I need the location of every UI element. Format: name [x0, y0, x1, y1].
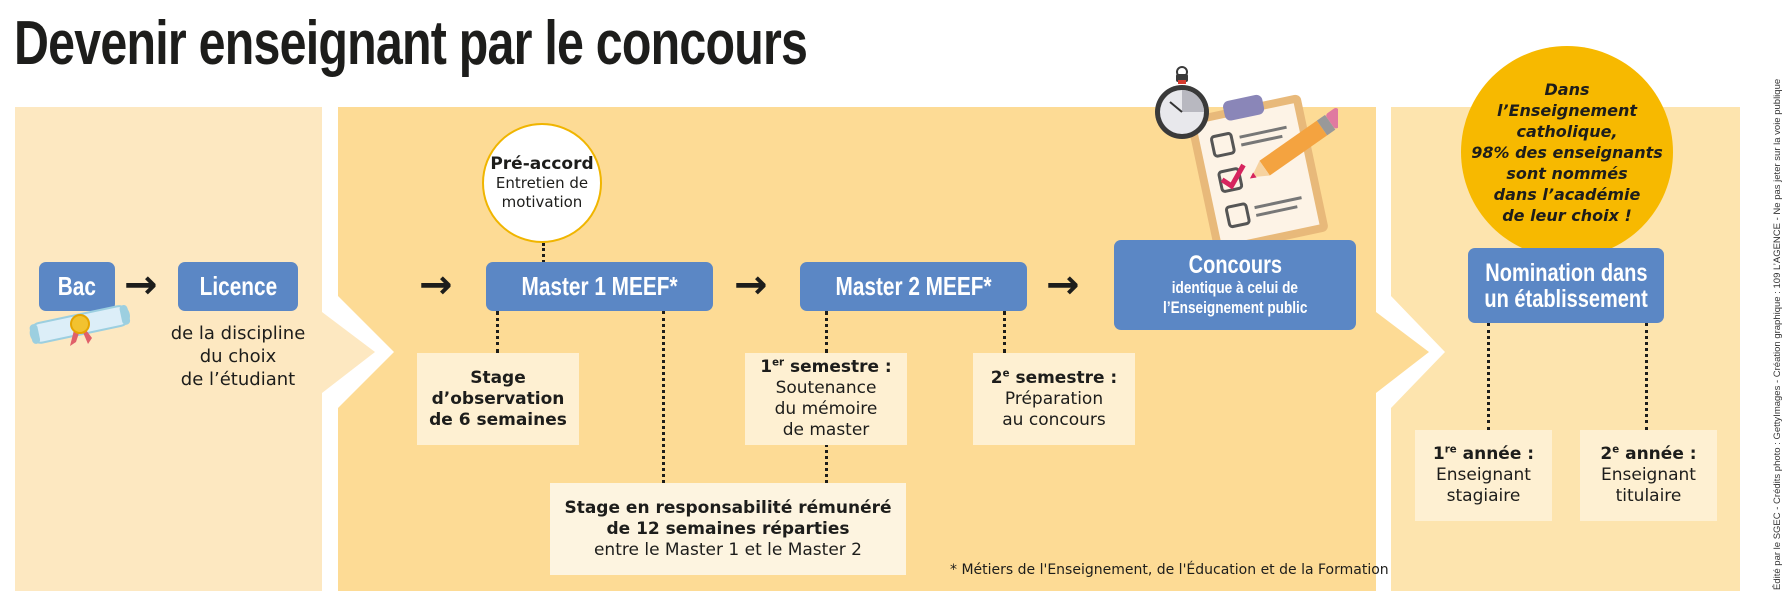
- connector-observation: [496, 311, 499, 353]
- ordinal-number: 1: [760, 357, 773, 377]
- annee2-heading: 2e année :: [1600, 444, 1696, 465]
- heading-label: semestre :: [784, 357, 892, 377]
- note-line: au concours: [1002, 409, 1106, 430]
- heading-label: année :: [1456, 444, 1535, 464]
- preaccord-line: Entretien de: [495, 174, 589, 192]
- bac-box: Bac: [39, 262, 115, 311]
- licence-desc-line: de l’étudiant: [180, 369, 296, 390]
- nomination-line: Nomination dans: [1484, 258, 1648, 287]
- bac-label: Bac: [57, 271, 97, 301]
- preaccord-title: Pré-accord: [490, 154, 594, 174]
- concours-title: Concours: [1188, 251, 1282, 279]
- panel-stage2: [338, 107, 1429, 591]
- ordinal-number: 2: [990, 367, 1003, 388]
- note-line: Stage: [470, 367, 526, 388]
- arrow-to-master1: →: [419, 262, 453, 308]
- note-line: Enseignant: [1436, 465, 1531, 485]
- connector-annee2: [1645, 323, 1648, 430]
- badge-line: l’Enseignement: [1497, 100, 1637, 120]
- note-line: de 6 semaines: [429, 409, 567, 430]
- concours-line: identique à celui de: [1171, 278, 1299, 297]
- heading-label: année :: [1619, 444, 1697, 464]
- stage-remunere-note: Stage en responsabilité rémunéré de 12 s…: [550, 483, 906, 575]
- clipboard-stopwatch-icon: [1155, 66, 1338, 246]
- nomination-box: Nomination dans un établissement: [1468, 248, 1664, 323]
- licence-box: Licence: [178, 262, 298, 311]
- semestre1-note: 1er semestre : Soutenance du mémoire de …: [745, 353, 907, 445]
- connector-semestre1: [825, 311, 828, 353]
- licence-desc-line: du choix: [199, 346, 277, 367]
- ordinal-number: 1: [1432, 444, 1445, 464]
- stage-observation-note: Stage d’observation de 6 semaines: [417, 353, 579, 445]
- connector-preaccord: [542, 243, 545, 263]
- concours-box: Concours identique à celui de l’Enseigne…: [1114, 240, 1356, 330]
- arrow-to-concours: →: [1046, 262, 1080, 308]
- licence-label: Licence: [199, 271, 277, 301]
- badge-line: catholique,: [1516, 121, 1618, 141]
- catholic-education-badge: Dans l’Enseignement catholique, 98% des …: [1461, 46, 1673, 258]
- badge-line: 98% des enseignants: [1471, 142, 1663, 162]
- concours-line: l’Enseignement public: [1162, 298, 1308, 317]
- connector-semestre2: [1003, 311, 1006, 353]
- master1-label: Master 1 MEEF*: [521, 271, 678, 301]
- master2-label: Master 2 MEEF*: [835, 271, 992, 301]
- note-line: de 12 semaines réparties: [606, 518, 850, 539]
- connector-stage-remunere-m2: [825, 444, 828, 483]
- panel-stage1: [15, 107, 375, 591]
- badge-line: dans l’académie: [1493, 184, 1641, 204]
- annee1-heading: 1re année :: [1433, 444, 1534, 465]
- note-line: Enseignant: [1601, 465, 1696, 485]
- connector-annee1: [1487, 323, 1490, 430]
- preaccord-line: motivation: [501, 193, 583, 211]
- credits-vertical: Édité par le SGEC - Crédits photo : Gett…: [1772, 78, 1783, 590]
- connector-stage-remunere-m1: [662, 311, 665, 483]
- note-line: du mémoire: [774, 399, 878, 419]
- footnote-meef: * Métiers de l'Enseignement, de l'Éducat…: [950, 562, 1389, 578]
- badge-line: de leur choix !: [1502, 205, 1632, 225]
- annee2-note: 2e année : Enseignant titulaire: [1580, 430, 1717, 521]
- licence-description: de la discipline du choix de l’étudiant: [158, 322, 318, 391]
- arrow-to-master2: →: [734, 262, 768, 308]
- page-title: Devenir enseignant par le concours: [14, 9, 808, 78]
- arrow-bac-to-licence: →: [124, 262, 158, 308]
- semestre1-heading: 1er semestre :: [760, 357, 891, 378]
- semestre2-note: 2e semestre : Préparation au concours: [973, 353, 1135, 445]
- note-line: Soutenance: [775, 378, 877, 398]
- ordinal-number: 2: [1600, 444, 1613, 464]
- annee1-note: 1re année : Enseignant stagiaire: [1415, 430, 1552, 521]
- note-line: titulaire: [1615, 486, 1682, 506]
- semestre2-heading: 2e semestre :: [991, 368, 1117, 389]
- master1-box: Master 1 MEEF*: [486, 262, 713, 311]
- licence-desc-line: de la discipline: [170, 323, 306, 344]
- note-line: d’observation: [431, 388, 565, 409]
- badge-line: sont nommés: [1506, 163, 1628, 183]
- badge-line: Dans: [1544, 79, 1590, 99]
- heading-label: semestre :: [1009, 367, 1118, 388]
- diploma-scroll-icon: [29, 305, 131, 346]
- note-line: Stage en responsabilité rémunéré: [564, 497, 892, 518]
- note-line: entre le Master 1 et le Master 2: [593, 539, 863, 560]
- ordinal-suffix: re: [1444, 444, 1457, 456]
- note-line: de master: [782, 420, 870, 440]
- note-line: stagiaire: [1446, 486, 1521, 506]
- master2-box: Master 2 MEEF*: [800, 262, 1027, 311]
- preaccord-circle: Pré-accord Entretien de motivation: [482, 123, 602, 243]
- ordinal-suffix: er: [772, 357, 785, 369]
- ordinal-suffix: e: [1612, 444, 1620, 456]
- nomination-line: un établissement: [1484, 284, 1648, 313]
- ordinal-suffix: e: [1002, 367, 1010, 379]
- note-line: Préparation: [1004, 388, 1104, 409]
